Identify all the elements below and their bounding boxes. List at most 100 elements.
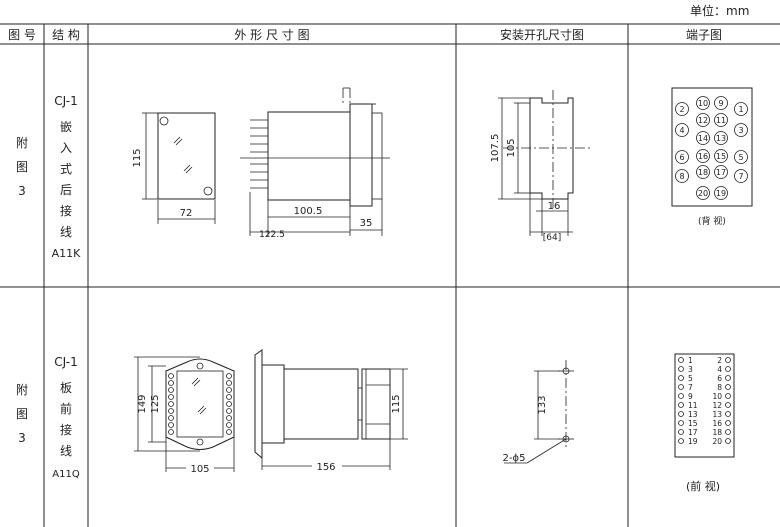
svg-text:2: 2: [679, 105, 684, 114]
svg-text:72: 72: [180, 208, 193, 219]
svg-text:115: 115: [132, 148, 143, 167]
terminal-circle: 7: [734, 169, 748, 183]
svg-text:附: 附: [16, 136, 28, 150]
terminal-circle: 20: [696, 186, 710, 200]
unit-label: 单位：mm: [690, 4, 750, 18]
svg-text:35: 35: [360, 218, 373, 229]
svg-text:115: 115: [391, 394, 402, 413]
svg-text:17: 17: [688, 428, 698, 437]
svg-text:133: 133: [537, 395, 548, 414]
svg-text:3: 3: [18, 431, 26, 445]
svg-text:6: 6: [679, 153, 684, 162]
terminal-circle: 10: [696, 96, 710, 110]
terminal-circle: 13: [714, 131, 728, 145]
header-structure: 结 构: [52, 27, 80, 42]
svg-text:156: 156: [316, 462, 335, 473]
terminal-circle: 16: [696, 149, 710, 163]
left-screws: [168, 373, 174, 435]
svg-text:CJ-1: CJ-1: [54, 94, 77, 108]
terminal-circle: 18: [696, 165, 710, 179]
terminal-circle: 5: [734, 150, 748, 164]
terminal-circle: 3: [734, 123, 748, 137]
row1-terminal-diagram: 2 10 9 1 12 11 4 14 13 3 6 16 15 5 8 18 …: [671, 87, 753, 227]
svg-text:5: 5: [688, 374, 693, 383]
terminal-circle: 8: [675, 169, 689, 183]
svg-text:16: 16: [548, 201, 561, 212]
svg-text:线: 线: [60, 225, 72, 239]
svg-text:7: 7: [738, 172, 743, 181]
svg-text:4: 4: [717, 365, 722, 374]
svg-text:19: 19: [688, 437, 698, 446]
svg-text:A11Q: A11Q: [52, 469, 80, 480]
terminal-circle: 19: [714, 186, 728, 200]
svg-text:2: 2: [717, 356, 722, 365]
svg-text:15: 15: [716, 152, 726, 161]
svg-text:入: 入: [60, 141, 72, 155]
terminal-circle: 9: [714, 96, 728, 110]
svg-text:10: 10: [712, 392, 722, 401]
svg-text:式: 式: [60, 162, 72, 176]
svg-text:4: 4: [679, 126, 684, 135]
svg-text:149: 149: [137, 394, 148, 413]
row1-side-view: 100.5 35 122.5: [240, 87, 390, 240]
svg-text:18: 18: [698, 168, 708, 177]
right-screws: [226, 373, 232, 435]
terminal-circle: 15: [714, 149, 728, 163]
row1-cutout-drawing: 16 [64] 107.5 105: [490, 90, 590, 243]
svg-text:9: 9: [718, 99, 723, 108]
svg-text:105: 105: [506, 138, 517, 157]
terminal-caption-rear: (背 视): [698, 215, 726, 227]
svg-text:5: 5: [738, 153, 743, 162]
row2-fig-no: 附 图 3: [16, 383, 28, 445]
svg-text:13: 13: [712, 410, 722, 419]
terminal-circle: 2: [675, 102, 689, 116]
svg-text:附: 附: [16, 383, 28, 397]
terminal-circle: 17: [714, 165, 728, 179]
svg-text:122.5: 122.5: [259, 230, 285, 240]
header-cutout: 安装开孔尺寸图: [500, 27, 584, 42]
svg-text:11: 11: [716, 116, 726, 125]
svg-text:11: 11: [688, 401, 698, 410]
row2-front-view: 149 125 105: [134, 356, 235, 475]
svg-text:接: 接: [60, 203, 72, 218]
terminal-circle: 14: [696, 131, 710, 145]
row1-structure: CJ-1 嵌 入 式 后 接 线 A11K: [52, 94, 82, 260]
svg-text:A11K: A11K: [52, 247, 82, 260]
svg-text:12: 12: [698, 116, 708, 125]
svg-text:线: 线: [60, 444, 72, 458]
svg-text:6: 6: [717, 374, 722, 383]
svg-text:后: 后: [60, 183, 72, 197]
terminal-circle: 4: [675, 123, 689, 137]
svg-text:板: 板: [60, 381, 72, 395]
svg-text:嵌: 嵌: [60, 120, 72, 134]
terminal-caption-front: (前 视): [686, 479, 720, 493]
svg-text:16: 16: [698, 152, 708, 161]
terminal-circle: 11: [714, 113, 728, 127]
svg-text:20: 20: [698, 189, 708, 198]
terminal-circle: 12: [696, 113, 710, 127]
svg-text:CJ-1: CJ-1: [54, 355, 77, 369]
svg-text:105: 105: [190, 464, 209, 475]
svg-text:107.5: 107.5: [490, 134, 501, 163]
svg-text:20: 20: [712, 437, 722, 446]
svg-text:10: 10: [698, 99, 708, 108]
svg-text:图: 图: [16, 160, 28, 174]
svg-text:3: 3: [18, 184, 26, 198]
svg-text:100.5: 100.5: [294, 206, 323, 217]
svg-text:8: 8: [717, 383, 722, 392]
header-fig-no: 图 号: [8, 28, 36, 42]
terminal-pins: [250, 119, 268, 189]
right-terminals: 2 4 6 8 10 12 13 16 18 20: [712, 356, 731, 446]
svg-text:8: 8: [679, 172, 684, 181]
svg-text:13: 13: [716, 134, 726, 143]
svg-text:16: 16: [712, 419, 722, 428]
svg-text:前: 前: [60, 401, 72, 416]
svg-text:接: 接: [60, 422, 72, 437]
row2-structure: CJ-1 板 前 接 线 A11Q: [52, 355, 80, 480]
svg-text:1: 1: [738, 105, 743, 114]
svg-text:7: 7: [688, 383, 693, 392]
svg-text:18: 18: [712, 428, 722, 437]
terminal-circle: 1: [734, 102, 748, 116]
svg-text:9: 9: [688, 392, 693, 401]
